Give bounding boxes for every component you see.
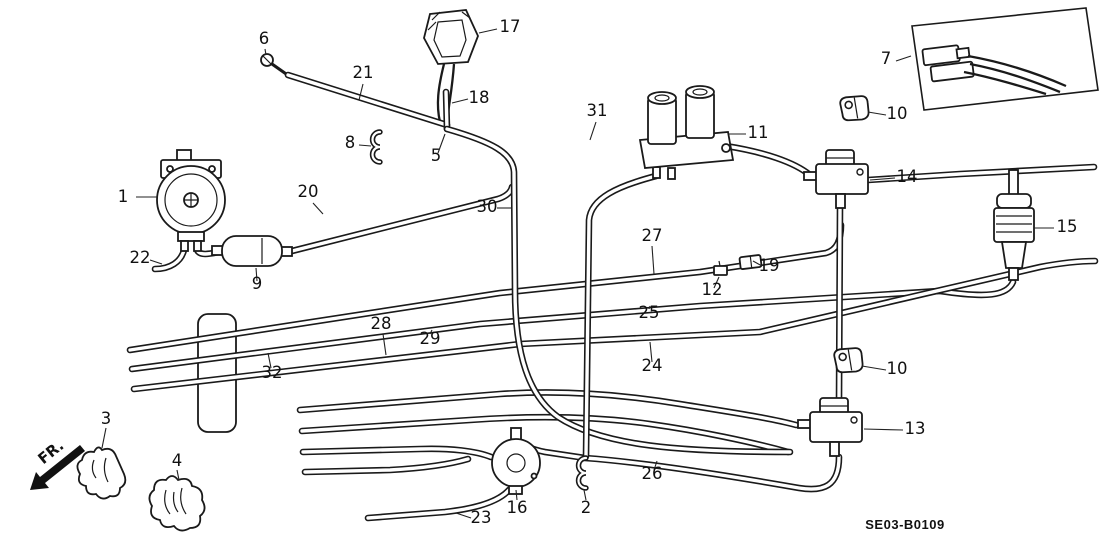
- callout-12: 12: [702, 280, 723, 299]
- tube-bracket-plate: [197, 313, 237, 433]
- part-7-harness-box: [911, 7, 1099, 111]
- part-4-clamp: [148, 475, 206, 532]
- callout-29: 29: [420, 329, 441, 348]
- callout-8: 8: [345, 133, 356, 152]
- part-14-valve: [803, 149, 869, 209]
- callout-22: 22: [130, 248, 151, 267]
- part-8-spring-clamp: [373, 132, 381, 162]
- callout-11: 11: [748, 123, 769, 142]
- callout-5: 5: [431, 146, 442, 165]
- tubes: [130, 75, 1095, 518]
- part-6-bolt: [260, 53, 290, 78]
- part-15-valve: [993, 169, 1035, 281]
- part-16-valve: [491, 427, 541, 495]
- callout-1: 1: [118, 187, 129, 206]
- callout-13: 13: [905, 419, 926, 438]
- callout-labels: 1 2 3 4 5 6 7 8 9 10 10 11 12 13 14 15 1…: [101, 17, 1078, 527]
- callout-9: 9: [252, 274, 263, 293]
- callout-3: 3: [101, 409, 112, 428]
- part-11-solenoid-valve: [638, 85, 735, 180]
- callout-17: 17: [500, 17, 521, 36]
- callout-18: 18: [469, 88, 490, 107]
- callout-28: 28: [371, 314, 392, 333]
- part-3-clamp: [76, 446, 127, 500]
- callout-2: 2: [581, 498, 592, 517]
- part-17-connector: [423, 9, 479, 125]
- part-10-clamp-upper: [838, 92, 872, 125]
- callout-7: 7: [881, 49, 892, 68]
- callout-30: 30: [477, 197, 498, 216]
- part-12-joint: [713, 260, 728, 276]
- part-10-clamp-lower: [832, 344, 866, 377]
- part-2-spring-clamp: [579, 458, 587, 488]
- part-1-diaphragm-valve: [156, 149, 226, 252]
- callout-14: 14: [897, 167, 918, 186]
- front-direction-arrow: FR.: [30, 436, 85, 490]
- diagram-code: SE03-B0109: [865, 517, 944, 532]
- callout-16: 16: [507, 498, 528, 517]
- callout-23: 23: [471, 508, 492, 527]
- callout-15: 15: [1057, 217, 1078, 236]
- callout-6: 6: [259, 29, 270, 48]
- callout-21: 21: [353, 63, 374, 82]
- callout-31: 31: [587, 101, 608, 120]
- callout-19: 19: [759, 256, 780, 275]
- callout-10-upper: 10: [887, 104, 908, 123]
- callout-26: 26: [642, 464, 663, 483]
- part-9-canister: [211, 235, 293, 267]
- part-19-check-valve: [738, 254, 763, 270]
- callout-10-lower: 10: [887, 359, 908, 378]
- part-13-valve: [797, 397, 863, 457]
- leader-lines: [101, 28, 1054, 519]
- callout-4: 4: [172, 451, 183, 470]
- callout-25: 25: [639, 303, 660, 322]
- callout-20: 20: [298, 182, 319, 201]
- callout-24: 24: [642, 356, 663, 375]
- fr-arrow-icon: [30, 445, 85, 490]
- callout-32: 32: [262, 363, 283, 382]
- callout-27: 27: [642, 226, 663, 245]
